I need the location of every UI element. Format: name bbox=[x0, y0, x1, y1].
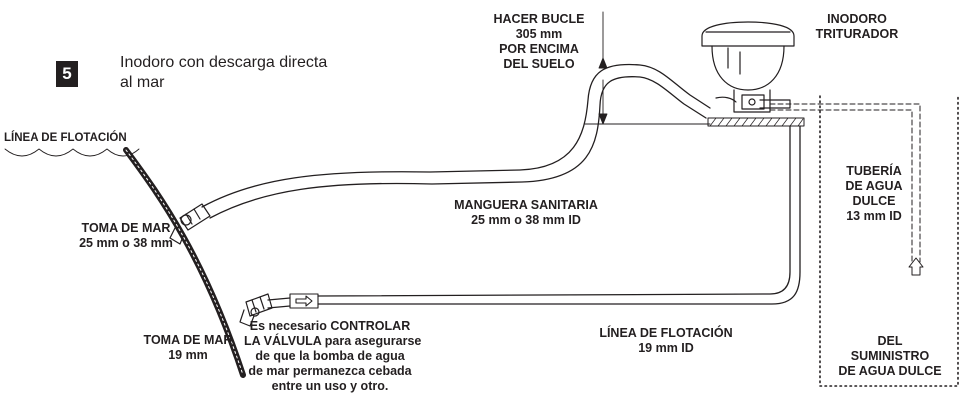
seacock-upper-label-line: TOMA DE MAR bbox=[81, 221, 171, 235]
intake-line-label-line: LÍNEA DE FLOTACIÓN bbox=[599, 326, 733, 340]
fresh-water-pipe-label-line: TUBERÍA bbox=[846, 164, 902, 178]
toilet-icon bbox=[701, 21, 795, 113]
valve-note: Es necesario CONTROLAR LA VÁLVULA para a… bbox=[244, 319, 422, 394]
sanitary-hose-label: MANGUERA SANITARIA 25 mm o 38 mm ID bbox=[440, 198, 612, 228]
valve-note-line: de que la bomba de agua bbox=[255, 349, 405, 363]
valve-note-line: LA VÁLVULA para asegurarse bbox=[244, 334, 422, 348]
toilet-floor bbox=[707, 117, 805, 127]
seacock-upper bbox=[169, 203, 211, 245]
sanitary-hose-label-line: MANGUERA SANITARIA bbox=[454, 198, 598, 212]
valve-note-line: Es necesario CONTROLAR bbox=[249, 319, 411, 333]
fresh-water-supply-label-line: SUMINISTRO bbox=[850, 349, 930, 363]
supply-box bbox=[819, 95, 959, 387]
step-title-line: al mar bbox=[120, 74, 165, 91]
up-arrow-icon bbox=[908, 257, 924, 276]
seacock-upper-label-line: 25 mm o 38 mm bbox=[79, 236, 173, 250]
step-title: Inodoro con descarga directa al mar bbox=[120, 53, 327, 93]
fresh-water-supply-label-line: DEL bbox=[877, 334, 903, 348]
waterline-wave bbox=[4, 148, 140, 157]
step-title-line: Inodoro con descarga directa bbox=[120, 54, 328, 71]
seacock-lower-label: TOMA DE MAR 19 mm bbox=[128, 333, 248, 363]
seacock-lower-label-line: TOMA DE MAR bbox=[143, 333, 233, 347]
valve-note-line: entre un uso y otro. bbox=[271, 379, 389, 393]
sanitary-hose bbox=[201, 63, 711, 219]
seacock-lower bbox=[239, 293, 273, 327]
toilet-label: INODORO TRITURADOR bbox=[806, 12, 908, 42]
fresh-water-pipe-label: TUBERÍA DE AGUA DULCE 13 mm ID bbox=[836, 164, 912, 224]
sanitary-hose-label-line: 25 mm o 38 mm ID bbox=[471, 213, 581, 227]
loop-label-line: DEL SUELO bbox=[503, 57, 575, 71]
fresh-water-pipe-label-line: 13 mm ID bbox=[846, 209, 902, 223]
loop-label-line: POR ENCIMA bbox=[499, 42, 579, 56]
step-number-badge: 5 bbox=[56, 61, 78, 87]
toilet-label-line: INODORO bbox=[827, 12, 887, 26]
toilet-label-line: TRITURADOR bbox=[815, 27, 899, 41]
waterline-label: LÍNEA DE FLOTACIÓN bbox=[4, 132, 127, 144]
fresh-water-pipe-label-line: DE AGUA bbox=[845, 179, 903, 193]
intake-line-label-line: 19 mm ID bbox=[638, 341, 694, 355]
hull-shell bbox=[123, 147, 246, 378]
loop-label-line: HACER BUCLE bbox=[493, 12, 585, 26]
seacock-lower-label-line: 19 mm bbox=[168, 348, 208, 362]
loop-label: HACER BUCLE 305 mm POR ENCIMA DEL SUELO bbox=[483, 12, 595, 72]
seacock-upper-label: TOMA DE MAR 25 mm o 38 mm bbox=[64, 221, 188, 251]
intake-hose bbox=[267, 125, 801, 309]
fresh-water-supply-label: DEL SUMINISTRO DE AGUA DULCE bbox=[828, 334, 952, 379]
intake-line-label: LÍNEA DE FLOTACIÓN 19 mm ID bbox=[586, 326, 746, 356]
fresh-water-supply-label-line: DE AGUA DULCE bbox=[838, 364, 942, 378]
valve-note-line: de mar permanezca cebada bbox=[248, 364, 412, 378]
loop-label-line: 305 mm bbox=[515, 27, 563, 41]
loop-dimension bbox=[584, 11, 711, 125]
fresh-water-pipe bbox=[769, 103, 921, 263]
fresh-water-pipe-label-line: DULCE bbox=[852, 194, 896, 208]
valve-arrow-icon bbox=[289, 293, 319, 309]
